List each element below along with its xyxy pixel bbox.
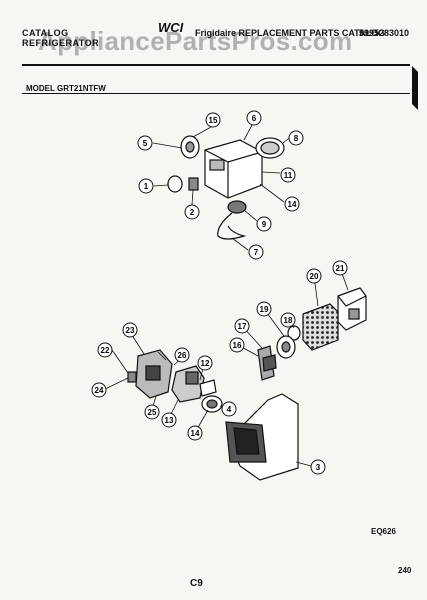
knob-1	[167, 175, 183, 193]
callout-1: 1	[138, 178, 154, 194]
page-reference: C9	[190, 578, 203, 589]
callout-5: 5	[137, 135, 153, 151]
callout-label: 21	[336, 264, 345, 273]
callout-label: 11	[284, 171, 293, 180]
cord-7	[217, 212, 247, 240]
callout-label: 12	[201, 359, 210, 368]
callout-14: 13	[161, 412, 177, 428]
clip-2	[188, 177, 199, 191]
callout-16: 16	[229, 337, 245, 353]
callout-20: 20	[306, 268, 322, 284]
diagram-code: EQ626	[371, 527, 396, 536]
callout-13b: 14	[187, 425, 203, 441]
watermark: AppliancePartsPros.com	[38, 26, 353, 56]
callout-6: 6	[246, 110, 262, 126]
callout-25: 25	[144, 404, 160, 420]
model-label: MODEL GRT21NTFW	[26, 84, 106, 93]
callout-label: 3	[316, 463, 321, 472]
ring-19	[287, 325, 301, 341]
callout-11: 11	[280, 167, 296, 183]
callout-21: 21	[332, 260, 348, 276]
clip-24	[127, 371, 137, 383]
callout-23: 23	[122, 322, 138, 338]
connector-9	[227, 200, 247, 214]
page-number: 240	[398, 566, 412, 575]
callout-17: 17	[234, 318, 250, 334]
callout-label: 19	[260, 305, 269, 314]
catalog-code: 5995283010	[358, 28, 409, 38]
callout-label: 23	[126, 326, 135, 335]
page-edge	[412, 66, 418, 110]
callout-label: 15	[209, 116, 218, 125]
callout-18: 18	[280, 312, 296, 328]
catalog-header-left: CATALOG REFRIGERATOR	[22, 28, 99, 48]
callout-24: 24	[91, 382, 107, 398]
callout-8: 8	[288, 130, 304, 146]
housing-panel	[209, 159, 225, 171]
callout-12: 12	[197, 355, 213, 371]
callout-26: 26	[174, 347, 190, 363]
callout-label: 25	[148, 408, 157, 417]
callout-label: 8	[294, 134, 299, 143]
shaft-12	[199, 379, 217, 397]
callout-9: 9	[256, 216, 272, 232]
callout-13: 14	[284, 196, 300, 212]
callout-19: 19	[256, 301, 272, 317]
callouts: 5 15 6 8 11 1 2 14 9 7 23 22 24 26 12 25…	[91, 110, 348, 475]
callout-label: 16	[233, 341, 242, 350]
callout-label: 24	[95, 386, 104, 395]
callout-label: 14	[288, 200, 297, 209]
callout-3: 3	[310, 459, 326, 475]
callout-4: 4	[221, 401, 237, 417]
callout-label: 13	[165, 416, 174, 425]
callout-label: 18	[284, 316, 293, 325]
callout-label: 9	[262, 220, 267, 229]
lower-assembly	[127, 287, 367, 481]
callout-15: 15	[205, 112, 221, 128]
callout-label: 20	[310, 272, 319, 281]
callout-2: 2	[184, 204, 200, 220]
callout-label: 6	[252, 114, 257, 123]
model-rule	[22, 93, 410, 94]
callout-22: 22	[97, 342, 113, 358]
callout-label: 2	[190, 208, 195, 217]
callout-label: 17	[238, 322, 247, 331]
filter-20	[302, 303, 339, 351]
callout-label: 26	[178, 351, 187, 360]
callout-label: 7	[254, 248, 259, 257]
upper-assembly	[167, 135, 285, 240]
brand-logo: WCI	[158, 20, 184, 35]
callout-label: 5	[143, 139, 148, 148]
header-line-1: CATALOG	[22, 28, 69, 38]
header-line-2: REFRIGERATOR	[22, 38, 100, 48]
callout-label: 4	[227, 405, 232, 414]
catalog-title: Frigidaire REPLACEMENT PARTS CATALOG	[195, 28, 386, 38]
callout-7: 7	[248, 244, 264, 260]
callout-label: 22	[101, 346, 110, 355]
callout-label: 1	[144, 182, 149, 191]
header-rule	[22, 64, 410, 66]
callout-label: 14	[191, 429, 200, 438]
